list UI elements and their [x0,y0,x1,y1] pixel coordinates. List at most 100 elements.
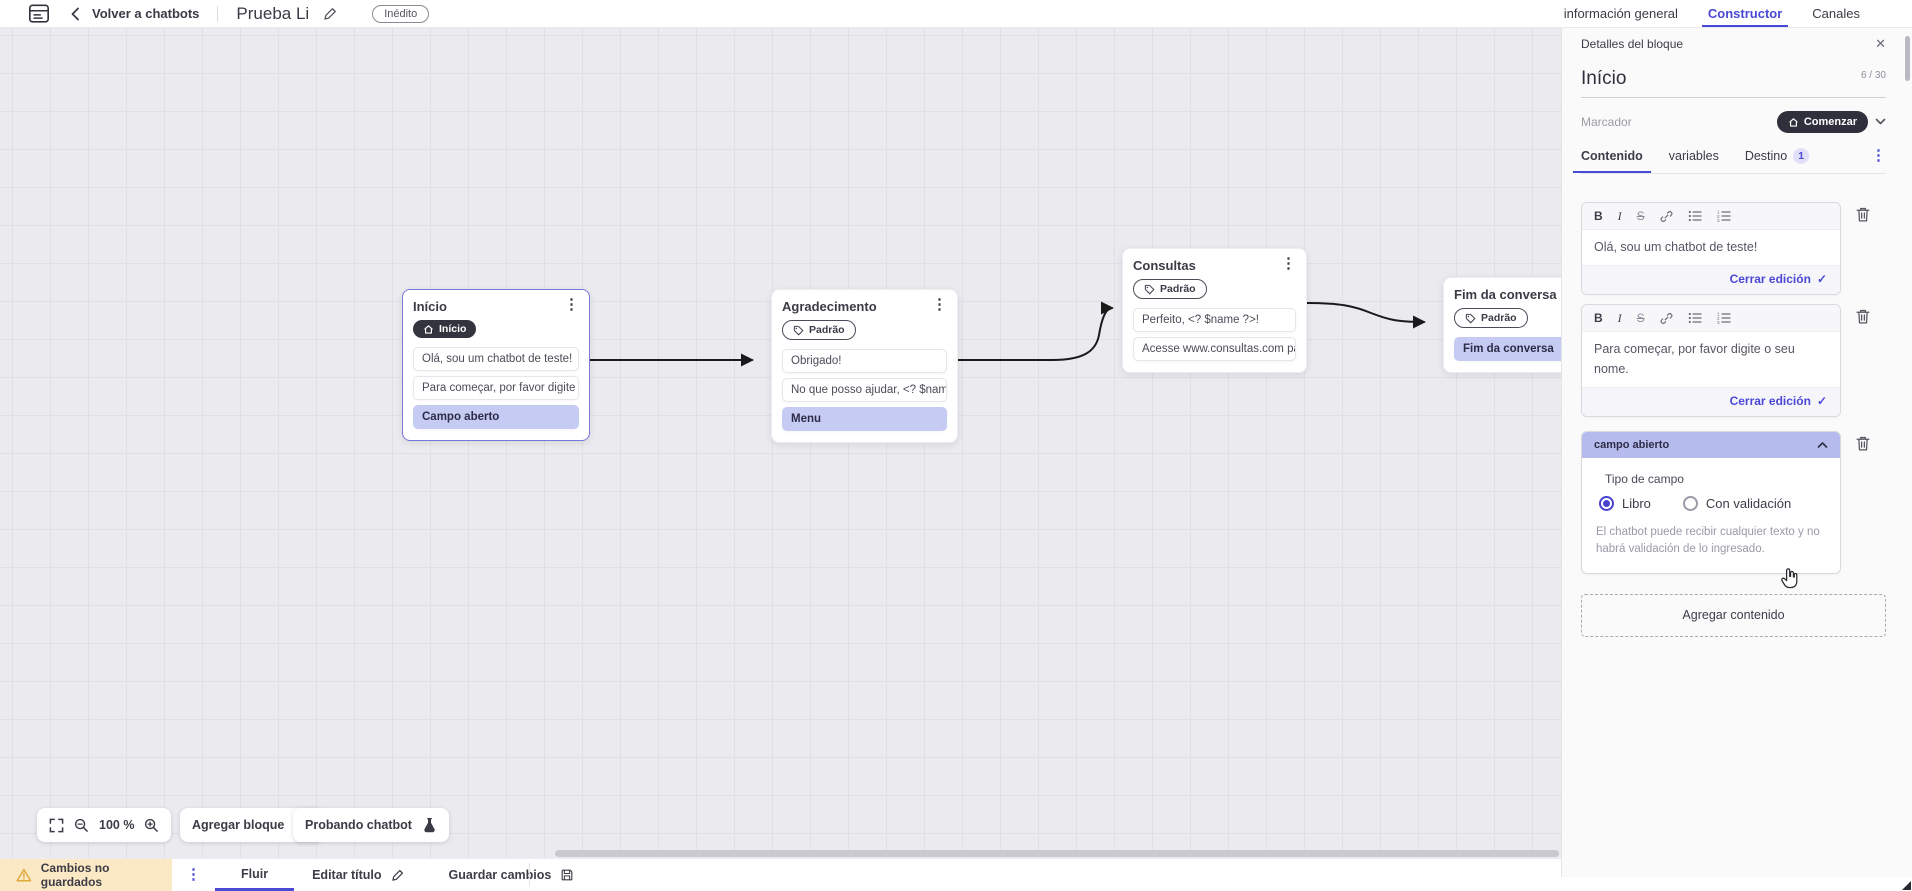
node-title: Agradecimento [782,299,877,314]
radio-selected-icon[interactable] [1599,496,1614,512]
node-menu-icon[interactable]: ⋮ [564,296,579,313]
block-name-input[interactable]: Início 6 / 30 [1581,68,1886,98]
tab-canales[interactable]: Canales [1812,6,1860,21]
link-icon[interactable] [1660,312,1673,325]
delete-content-icon[interactable] [1855,206,1871,223]
canvas-zoom-controls: 100 % [37,808,172,842]
node-content-item-menu[interactable]: Menu [782,407,947,431]
radio-unselected-icon[interactable] [1682,496,1698,512]
italic-icon[interactable]: I [1617,209,1622,223]
flow-canvas[interactable]: Início ⋮ Início Olá, sou um chatbot de t… [0,28,1628,858]
marker-select[interactable]: Comenzar [1776,111,1868,133]
bold-icon[interactable]: B [1594,311,1603,326]
tab-constructor[interactable]: Constructor [1701,0,1789,27]
tab-fluir[interactable]: Fluir [215,859,295,891]
node-content-item[interactable]: Perfeito, <? $name ?>! [1133,308,1296,332]
panel-title: Detalles del bloque [1581,37,1684,51]
home-icon [1788,117,1798,127]
flow-node-consultas[interactable]: Consultas ⋮ Padrão Perfeito, <? $name ?>… [1122,248,1307,373]
node-content-item[interactable]: No que posso ajudar, <? $name ... [782,378,947,402]
node-title: Fim da conversa [1454,287,1557,302]
add-content-button[interactable]: Agregar contenido [1581,593,1886,637]
zoom-in-icon[interactable] [144,818,159,833]
main-tabs: información general Constructor Canales [1564,0,1860,27]
edit-title-pencil-icon[interactable] [323,6,338,21]
node-content-item-open-field[interactable]: Campo aberto [413,405,579,429]
block-details-panel: Detalles del bloque ✕ Início 6 / 30 Marc… [1561,28,1912,877]
chatbot-title[interactable]: Prueba Li [236,3,310,23]
chevron-down-icon[interactable] [1875,118,1886,126]
close-icon[interactable]: ✕ [1875,36,1886,51]
ordered-list-icon[interactable]: 123 [1717,312,1731,324]
radio-option-con-validacion[interactable]: Con validación [1682,496,1791,512]
delete-content-icon[interactable] [1855,435,1871,452]
app-logo-icon [28,3,50,25]
close-edit-button[interactable]: Cerrar edición ✓ [1582,265,1840,295]
svg-text:3: 3 [1717,218,1720,222]
scroll-corner-arrow [1902,881,1911,890]
node-type-badge: Padrão [1133,279,1207,299]
node-title: Início [413,299,447,314]
edit-title-button[interactable]: Editar título [312,859,404,891]
close-edit-button[interactable]: Cerrar edición ✓ [1582,387,1840,417]
warning-icon [16,868,32,882]
field-type-label: Tipo de campo [1605,472,1684,487]
node-content-item[interactable]: Para começar, por favor digite o ... [413,376,579,400]
chevron-up-icon [1817,442,1828,448]
delete-content-icon[interactable] [1855,308,1871,325]
italic-icon[interactable]: I [1617,311,1622,326]
tab-contenido[interactable]: Contenido [1573,149,1651,173]
bullet-list-icon[interactable] [1688,210,1702,222]
svg-text:3: 3 [1717,320,1720,324]
destino-count-badge: 1 [1793,148,1810,164]
flow-node-agradecimento[interactable]: Agradecimento ⋮ Padrão Obrigado! No que … [771,289,958,443]
tag-icon-label: Padrão [1160,283,1196,295]
back-chevron-icon[interactable] [70,7,80,21]
bottom-bar: Cambios no guardados ⋮ Fluir Editar títu… [0,858,1561,891]
flow-node-inicio[interactable]: Início ⋮ Início Olá, sou um chatbot de t… [402,289,590,441]
message-text-input[interactable]: Olá, sou um chatbot de teste! [1582,230,1840,266]
svg-text:2: 2 [1717,316,1720,321]
node-menu-icon[interactable]: ⋮ [1281,255,1296,272]
node-content-item[interactable]: Obrigado! [782,349,947,373]
fullscreen-icon[interactable] [49,818,64,833]
message-text-input[interactable]: Para começar, por favor digite o seu nom… [1582,332,1818,388]
svg-text:1: 1 [1717,210,1720,215]
bottombar-divider [529,863,530,887]
strikethrough-icon[interactable]: S [1636,209,1645,223]
bold-icon[interactable]: B [1594,209,1603,223]
test-chatbot-label: Probando chatbot [305,818,412,832]
marker-value: Comenzar [1803,116,1857,128]
panel-vertical-scrollbar[interactable] [1905,36,1910,81]
tab-informacion-general[interactable]: información general [1563,6,1678,21]
back-to-chatbots-link[interactable]: Volver a chatbots [92,6,200,21]
flow-menu-icon[interactable]: ⋮ [186,866,201,883]
home-icon-label: Início [439,323,467,335]
strikethrough-icon[interactable]: S [1636,311,1645,326]
tab-variables[interactable]: variables [1668,149,1719,163]
marker-label: Marcador [1581,115,1632,129]
field-helper-text: El chatbot puede recibir cualquier texto… [1596,526,1820,556]
open-field-header[interactable]: campo abierto [1582,432,1840,459]
node-type-badge: Padrão [1454,308,1528,328]
panel-menu-icon[interactable]: ⋮ [1871,147,1886,164]
node-menu-icon[interactable]: ⋮ [932,296,947,313]
node-content-item[interactable]: Acesse www.consultas.com par... [1133,337,1296,361]
marker-row: Marcador Comenzar [1581,111,1886,133]
radio-option-libro[interactable]: Libro [1599,496,1651,512]
link-icon[interactable] [1660,210,1673,223]
save-changes-button[interactable]: Guardar cambios [449,859,575,891]
zoom-level: 100 % [99,818,135,832]
canvas-horizontal-scrollbar[interactable] [555,850,1559,857]
ordered-list-icon[interactable]: 123 [1717,210,1731,222]
node-content-item[interactable]: Olá, sou um chatbot de teste! [413,347,579,371]
test-chatbot-button[interactable]: Probando chatbot [293,808,449,842]
svg-text:2: 2 [1717,214,1720,219]
tag-icon-label: Padrão [809,324,845,336]
bullet-list-icon[interactable] [1688,312,1702,324]
zoom-out-icon[interactable] [74,818,89,833]
flow-connectors [589,301,1426,367]
